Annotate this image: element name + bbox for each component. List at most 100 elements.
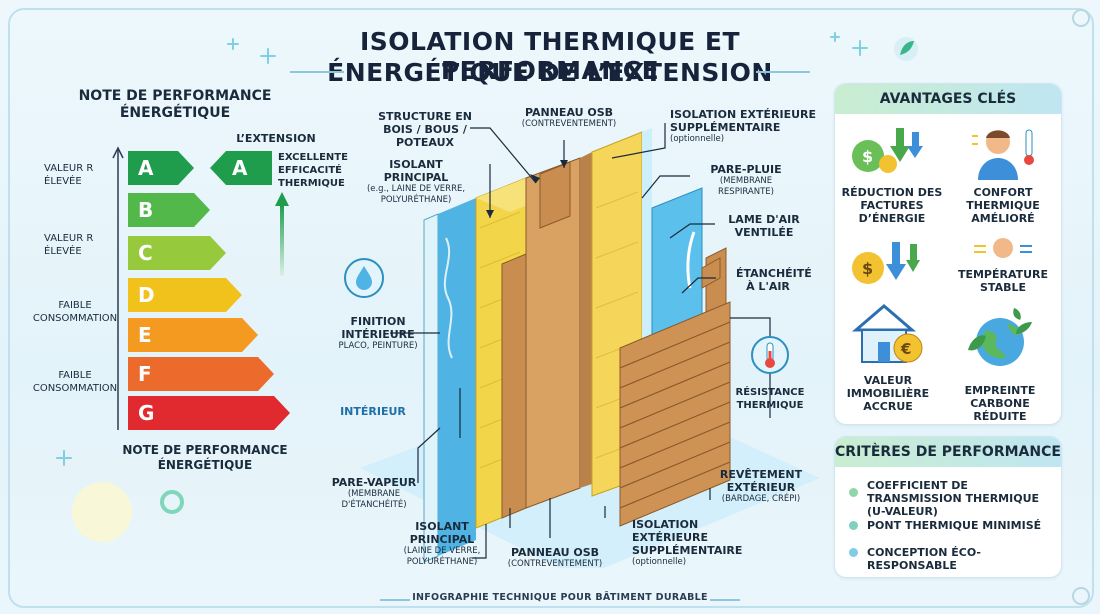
page-frame	[8, 8, 1094, 608]
criteria-bullet-icon	[849, 548, 858, 557]
rating-side-label: FAIBLE CONSOMMATION	[32, 300, 118, 324]
rating-bar-b: B	[128, 193, 210, 227]
extension-grade: A	[232, 156, 248, 180]
extension-label: L’EXTENSION	[236, 132, 316, 145]
label-iso-ext-top: ISOLATION EXTÉRIEURE SUPPLÉMENTAIRE (opt…	[670, 108, 820, 145]
rating-side-label: VALEUR R ÉLEVÉE	[44, 233, 94, 257]
label-pare-pluie-sub: (MEMBRANE RESPIRANTE)	[718, 176, 774, 197]
label-osb-bottom-title: PANNEAU OSB	[510, 546, 600, 559]
criteria-item-u-value: COEFFICIENT DE TRANSMISSION THERMIQUE (U…	[867, 479, 1040, 518]
eco-globe-icon	[968, 308, 1032, 366]
label-interieur: INTÉRIEUR	[340, 405, 406, 418]
page-footer: INFOGRAPHIE TECHNIQUE POUR BÂTIMENT DURA…	[412, 592, 708, 603]
label-resistance: RÉSISTANCE THERMIQUE	[735, 387, 805, 411]
rating-bar-c: C	[128, 236, 226, 270]
label-osb-top-title: PANNEAU OSB	[524, 106, 614, 119]
label-isolant-top-title: ISOLANT PRINCIPAL	[383, 158, 449, 184]
improvement-arrow	[275, 192, 289, 276]
vapor-barrier-layer	[438, 198, 476, 556]
label-iso-ext-bottom-sub: (optionnelle)	[632, 557, 687, 567]
label-revetement: REVÊTEMENT EXTÉRIEUR (BARDAGE, CRÉPI)	[716, 468, 806, 505]
rating-bar-letter: D	[138, 283, 155, 307]
footer-rule	[380, 599, 740, 601]
rating-bar-g: G	[128, 396, 290, 430]
wall-section-diagram	[360, 123, 820, 568]
rating-bar-letter: B	[138, 198, 154, 222]
criteria-item-thermal-bridge: PONT THERMIQUE MINIMISÉ	[867, 519, 1042, 532]
label-iso-ext-bottom: ISOLATION EXTÉRIEURE SUPPLÉMENTAIRE (opt…	[632, 518, 752, 568]
label-revetement-sub: (BARDAGE, CRÉPI)	[721, 494, 801, 504]
rating-footer-label: NOTE DE PERFORMANCE ÉNERGÉTIQUE	[122, 443, 288, 472]
label-iso-ext-top-sub: (optionnelle)	[670, 134, 725, 144]
advantage-carbon-footprint: EMPREINTE CARBONE RÉDUITE	[964, 384, 1036, 423]
interior-finish-layer	[423, 213, 439, 563]
rating-side-label: FAIBLE CONSOMMATION	[32, 370, 118, 394]
label-iso-ext-bottom-title: ISOLATION EXTÉRIEURE SUPPLÉMENTAIRE	[632, 518, 743, 557]
stable-temperature-icon	[974, 238, 1032, 258]
label-structure: STRUCTURE EN BOIS / BOUS / POTEAUX	[378, 110, 472, 149]
label-finition-sub: PLACO, PEINTURE)	[338, 341, 418, 351]
rating-axis-arrow	[112, 146, 124, 430]
house-value-icon: €	[851, 304, 923, 363]
criteria-bullet-icon	[849, 521, 858, 530]
label-pare-pluie: PARE-PLUIE (MEMBRANE RESPIRANTE)	[696, 163, 796, 198]
rating-bar-letter: A	[138, 156, 154, 180]
label-isolant-bottom: ISOLANT PRINCIPAL (LAINE DE VERRE, POLYU…	[392, 520, 492, 568]
label-etancheite: ÉTANCHÉITÉ À L'AIR	[736, 267, 812, 293]
rating-heading: NOTE DE PERFORMANCE ÉNERGÉTIQUE	[78, 88, 272, 121]
advantages-heading: AVANTAGES CLÉS	[835, 84, 1061, 114]
rating-bar-letter: E	[138, 323, 152, 347]
extension-grade-badge: A	[210, 151, 272, 185]
label-isolant-top-sub: (e.g., LAINE DE VERRE, POLYURÉTHANE)	[366, 184, 466, 205]
label-finition: FINITION INTÉRIEURE PLACO, PEINTURE)	[328, 315, 428, 352]
advantage-property-value: VALEUR IMMOBILIÈRE ACCRUE	[846, 374, 930, 413]
extension-description: EXCELLENTE EFFICACITÉ THERMIQUE	[278, 152, 348, 189]
advantage-thermal-comfort: CONFORT THERMIQUE AMÉLIORÉ	[966, 186, 1040, 225]
label-pare-vapeur: PARE-VAPEUR (MEMBRANE D'ÉTANCHÉITÉ)	[326, 476, 422, 511]
title-divider-left	[290, 71, 344, 73]
label-pare-vapeur-title: PARE-VAPEUR	[331, 476, 417, 489]
label-lame-air: LAME D'AIR VENTILÉE	[728, 213, 800, 239]
rating-bar-f: F	[128, 357, 274, 391]
comfort-person-icon	[972, 129, 1034, 180]
label-pare-vapeur-sub: (MEMBRANE D'ÉTANCHÉITÉ)	[341, 489, 407, 510]
svg-text:$: $	[862, 147, 873, 166]
label-iso-ext-top-title: ISOLATION EXTÉRIEURE SUPPLÉMENTAIRE	[670, 108, 817, 134]
svg-text:$: $	[862, 259, 873, 278]
label-isolant-bottom-sub: (LAINE DE VERRE, POLYURÉTHANE)	[403, 546, 481, 567]
criteria-bullet-icon	[849, 488, 858, 497]
rating-bar-letter: C	[138, 241, 153, 265]
rating-bar-d: D	[128, 278, 242, 312]
rating-bar-a: A	[128, 151, 194, 185]
rating-bar-letter: G	[138, 401, 155, 425]
page-title-line2: ÉNERGÉTIQUE DE L’EXTENSION	[327, 58, 773, 87]
label-osb-top: PANNEAU OSB (CONTREVENTEMENT)	[506, 106, 632, 130]
label-osb-top-sub: (CONTREVENTEMENT)	[521, 119, 617, 129]
label-finition-title: FINITION INTÉRIEURE	[341, 315, 415, 341]
wood-post-top	[539, 161, 571, 229]
label-isolant-top: ISOLANT PRINCIPAL (e.g., LAINE DE VERRE,…	[356, 158, 476, 206]
label-revetement-title: REVÊTEMENT EXTÉRIEUR	[719, 468, 803, 494]
criteria-panel: CRITÈRES DE PERFORMANCE	[834, 436, 1062, 578]
label-pare-pluie-title: PARE-PLUIE	[710, 163, 782, 176]
money-decrease-icon: $	[852, 242, 920, 284]
rating-bar-letter: F	[138, 362, 152, 386]
water-drop-icon	[344, 258, 384, 298]
label-isolant-bottom-title: ISOLANT PRINCIPAL	[409, 520, 475, 546]
money-savings-icon: $	[852, 128, 923, 173]
advantage-energy-bills: RÉDUCTION DES FACTURES D’ÉNERGIE	[841, 186, 943, 225]
thermometer-icon	[751, 336, 789, 374]
criteria-item-eco-design: CONCEPTION ÉCO-RESPONSABLE	[867, 546, 981, 572]
rating-side-label: VALEUR R ÉLEVÉE	[44, 163, 94, 187]
criteria-heading: CRITÈRES DE PERFORMANCE	[835, 437, 1061, 467]
cladding-boards	[619, 301, 731, 527]
page-title-line1: ISOLATION THERMIQUE ET PERFORMANCE	[359, 27, 741, 85]
rating-bar-e: E	[128, 318, 258, 352]
label-osb-bottom: PANNEAU OSB (CONTREVENTEMENT)	[492, 546, 618, 570]
advantage-stable-temperature: TEMPÉRATURE STABLE	[957, 268, 1049, 294]
title-divider-right	[756, 71, 810, 73]
label-osb-bottom-sub: (CONTREVENTEMENT)	[507, 559, 603, 569]
svg-text:€: €	[900, 340, 911, 358]
